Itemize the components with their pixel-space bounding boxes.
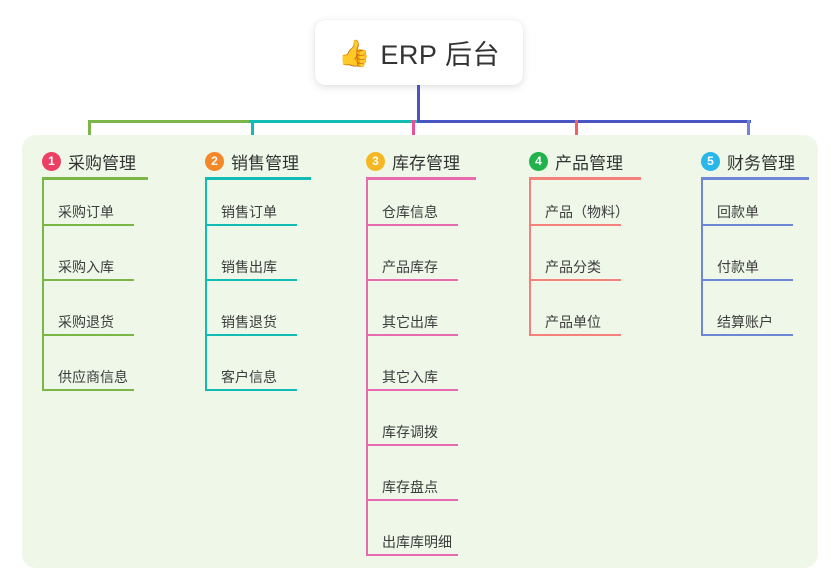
leaf-item-label: 仓库信息 (382, 204, 438, 220)
branch-title-4: 产品管理 (555, 154, 623, 173)
leaf-item-label: 回款单 (717, 204, 759, 220)
leaf-item-label: 采购入库 (58, 259, 114, 275)
root-connector-vertical (417, 85, 420, 122)
branch-header-rule-3 (366, 177, 476, 180)
leaf-item-label: 销售退货 (221, 314, 277, 330)
leaf-item-rule (529, 279, 621, 281)
branch-header-4[interactable]: 4 产品管理 (529, 149, 623, 174)
branch-badge-1: 1 (42, 152, 61, 171)
branch-header-rule-2 (205, 177, 311, 180)
leaf-item-rule (42, 334, 134, 336)
leaf-item-rule (366, 334, 458, 336)
leaf-item-rule (205, 224, 297, 226)
branch-title-1: 采购管理 (68, 154, 136, 173)
branch-badge-3: 3 (366, 152, 385, 171)
leaf-item-rule (701, 224, 793, 226)
leaf-item-rule (42, 224, 134, 226)
leaf-item-label: 出库库明细 (382, 534, 452, 550)
leaf-item-label: 供应商信息 (58, 369, 128, 385)
leaf-item-rule (701, 279, 793, 281)
leaf-item-label: 库存盘点 (382, 479, 438, 495)
branch-spine-3 (366, 180, 368, 556)
branch-header-rule-1 (42, 177, 148, 180)
branch-header-rule-4 (529, 177, 641, 180)
leaf-item-rule (366, 279, 458, 281)
bus-segment-3 (417, 120, 751, 123)
branch-title-5: 财务管理 (727, 154, 795, 173)
leaf-item-label: 产品分类 (545, 259, 601, 275)
leaf-item-label: 客户信息 (221, 369, 277, 385)
branch-title-3: 库存管理 (392, 154, 460, 173)
branch-header-1[interactable]: 1 采购管理 (42, 149, 136, 174)
root-node[interactable]: 👍 ERP 后台 (315, 20, 523, 85)
leaf-item-rule (366, 554, 458, 556)
leaf-item-label: 销售订单 (221, 204, 277, 220)
leaf-item-label: 产品单位 (545, 314, 601, 330)
branch-header-2[interactable]: 2 销售管理 (205, 149, 299, 174)
leaf-item-rule (205, 389, 297, 391)
leaf-item-rule (42, 389, 134, 391)
leaf-item-rule (366, 499, 458, 501)
leaf-item-label: 销售出库 (221, 259, 277, 275)
leaf-item-rule (366, 444, 458, 446)
leaf-item-label: 结算账户 (717, 314, 773, 330)
thumbs-up-icon: 👍 (338, 37, 371, 68)
leaf-item-rule (529, 224, 621, 226)
leaf-item-label: 其它入库 (382, 369, 438, 385)
leaf-item-label: 付款单 (717, 259, 759, 275)
leaf-item-rule (529, 334, 621, 336)
branches-panel: 1 采购管理采购订单采购入库采购退货供应商信息 2 销售管理销售订单销售出库销售退货客… (22, 135, 818, 568)
leaf-item-label: 其它出库 (382, 314, 438, 330)
leaf-item-rule (366, 224, 458, 226)
leaf-item-rule (205, 334, 297, 336)
leaf-item-rule (366, 389, 458, 391)
branch-badge-5: 5 (701, 152, 720, 171)
branch-header-rule-5 (701, 177, 809, 180)
leaf-item-rule (42, 279, 134, 281)
bus-segment-1 (88, 120, 249, 123)
branch-badge-4: 4 (529, 152, 548, 171)
branch-header-3[interactable]: 3 库存管理 (366, 149, 460, 174)
leaf-item-label: 库存调拨 (382, 424, 438, 440)
branch-badge-2: 2 (205, 152, 224, 171)
leaf-item-label: 采购订单 (58, 204, 114, 220)
leaf-item-label: 产品（物料） (545, 204, 629, 220)
bus-segment-2 (249, 120, 417, 123)
leaf-item-label: 采购退货 (58, 314, 114, 330)
branch-spine-5 (701, 180, 703, 336)
leaf-item-rule (701, 334, 793, 336)
branch-title-2: 销售管理 (231, 154, 299, 173)
leaf-item-label: 产品库存 (382, 259, 438, 275)
branch-spine-2 (205, 180, 207, 391)
branch-header-5[interactable]: 5 财务管理 (701, 149, 795, 174)
root-node-title: ERP 后台 (380, 40, 500, 70)
leaf-item-rule (205, 279, 297, 281)
branch-spine-4 (529, 180, 531, 336)
branch-spine-1 (42, 180, 44, 391)
